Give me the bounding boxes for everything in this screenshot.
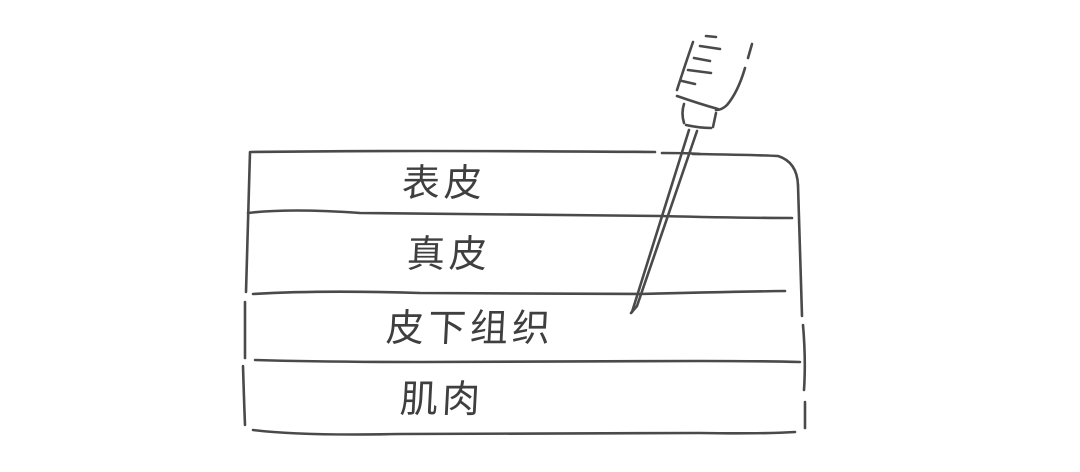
layer-label-dermis: 真皮	[405, 232, 493, 276]
layer-label-muscle: 肌肉	[398, 377, 486, 421]
divider-dermis-subcutaneous	[251, 289, 787, 296]
layer-box-outline	[241, 149, 807, 436]
divider-epidermis-dermis	[246, 209, 794, 220]
divider-subcutaneous-muscle	[253, 358, 802, 364]
layer-label-epidermis: 表皮	[400, 161, 488, 205]
syringe-icon	[629, 34, 754, 315]
layer-label-subcutaneous: 皮下组织	[384, 306, 556, 350]
layer-dividers	[246, 209, 802, 364]
